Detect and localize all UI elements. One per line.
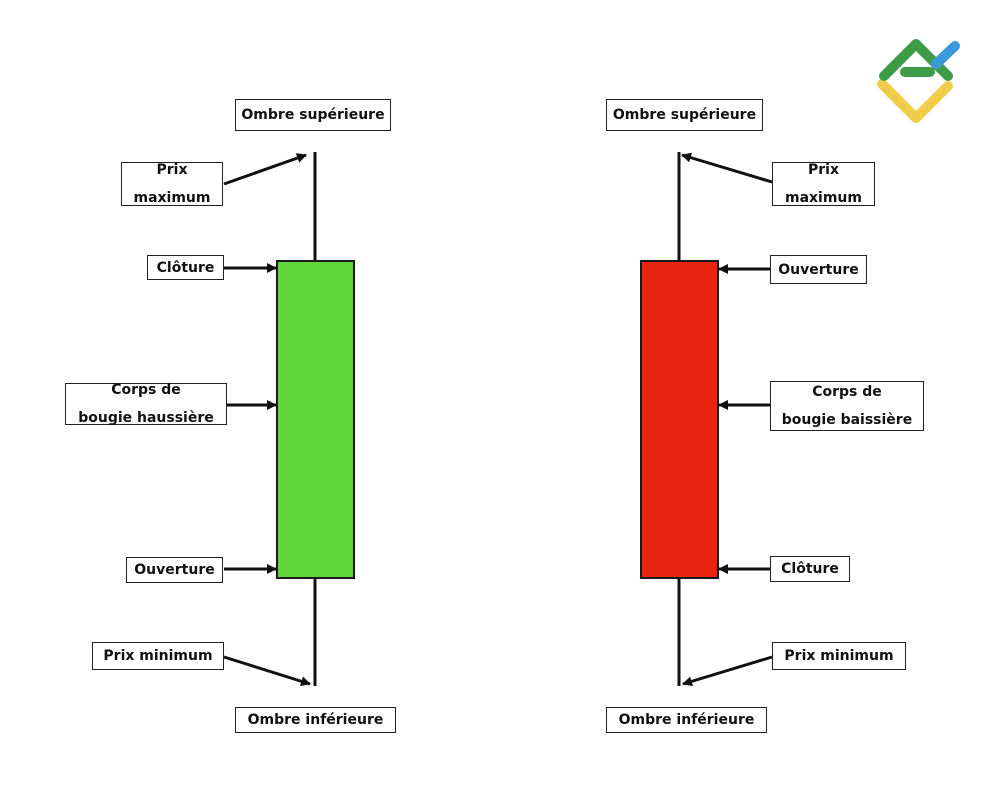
label-bullish-low: Prix minimum (92, 642, 224, 670)
label-bullish-body: Corps de bougie haussière (65, 383, 227, 425)
label-bearish-high-line2: maximum (784, 190, 862, 206)
label-bullish-lower-shadow: Ombre inférieure (235, 707, 396, 733)
label-bearish-open-text: Ouverture (778, 261, 859, 278)
label-bullish-upper-shadow-text: Ombre supérieure (241, 107, 385, 123)
label-bearish-body-line1: Corps de (812, 384, 882, 400)
label-bearish-upper-shadow-text: Ombre supérieure (612, 107, 757, 123)
label-bullish-lower-shadow-text: Ombre inférieure (247, 712, 384, 728)
label-bearish-low-text: Prix minimum (784, 648, 894, 664)
label-bullish-low-text: Prix minimum (103, 648, 213, 664)
logo-blue-stroke (931, 41, 960, 69)
label-bearish-lower-shadow: Ombre inférieure (606, 707, 767, 733)
label-bullish-body-line1: Corps de (111, 382, 181, 398)
bearish-candle (640, 152, 719, 686)
bullish-candle (276, 152, 355, 686)
label-bearish-lower-shadow-text: Ombre inférieure (618, 712, 755, 728)
label-bullish-high-line1: Prix (156, 162, 188, 178)
label-bullish-body-line2: bougie haussière (78, 410, 214, 426)
bullish-arrows (223, 153, 311, 687)
label-bullish-high-line2: maximum (133, 190, 211, 206)
label-bearish-high-line1: Prix (807, 162, 839, 178)
label-bearish-close-text: Clôture (781, 561, 839, 577)
label-bearish-body-line2: bougie baissière (781, 412, 913, 428)
arrow-bearish-low (682, 655, 773, 687)
label-bearish-high: Prix maximum (772, 162, 875, 206)
bearish-body (640, 260, 719, 579)
brand-logo-icon (877, 39, 960, 123)
arrow-bullish-low (223, 655, 311, 687)
label-bearish-open: Ouverture (770, 255, 867, 284)
bearish-arrows (681, 152, 773, 687)
arrow-bearish-high (681, 152, 773, 184)
logo-yellow-chevron (877, 79, 953, 123)
bullish-body (276, 260, 355, 579)
label-bullish-high: Prix maximum (121, 162, 223, 206)
label-bullish-open-text: Ouverture (134, 562, 215, 578)
label-bearish-body: Corps de bougie baissière (770, 381, 924, 431)
label-bullish-close: Clôture (147, 255, 224, 280)
label-bullish-upper-shadow: Ombre supérieure (235, 99, 391, 131)
label-bullish-open: Ouverture (126, 557, 223, 583)
label-bullish-close-text: Clôture (156, 259, 215, 276)
label-bearish-low: Prix minimum (772, 642, 906, 670)
label-bearish-upper-shadow: Ombre supérieure (606, 99, 763, 131)
label-bearish-close: Clôture (770, 556, 850, 582)
arrow-bullish-high (223, 153, 307, 186)
